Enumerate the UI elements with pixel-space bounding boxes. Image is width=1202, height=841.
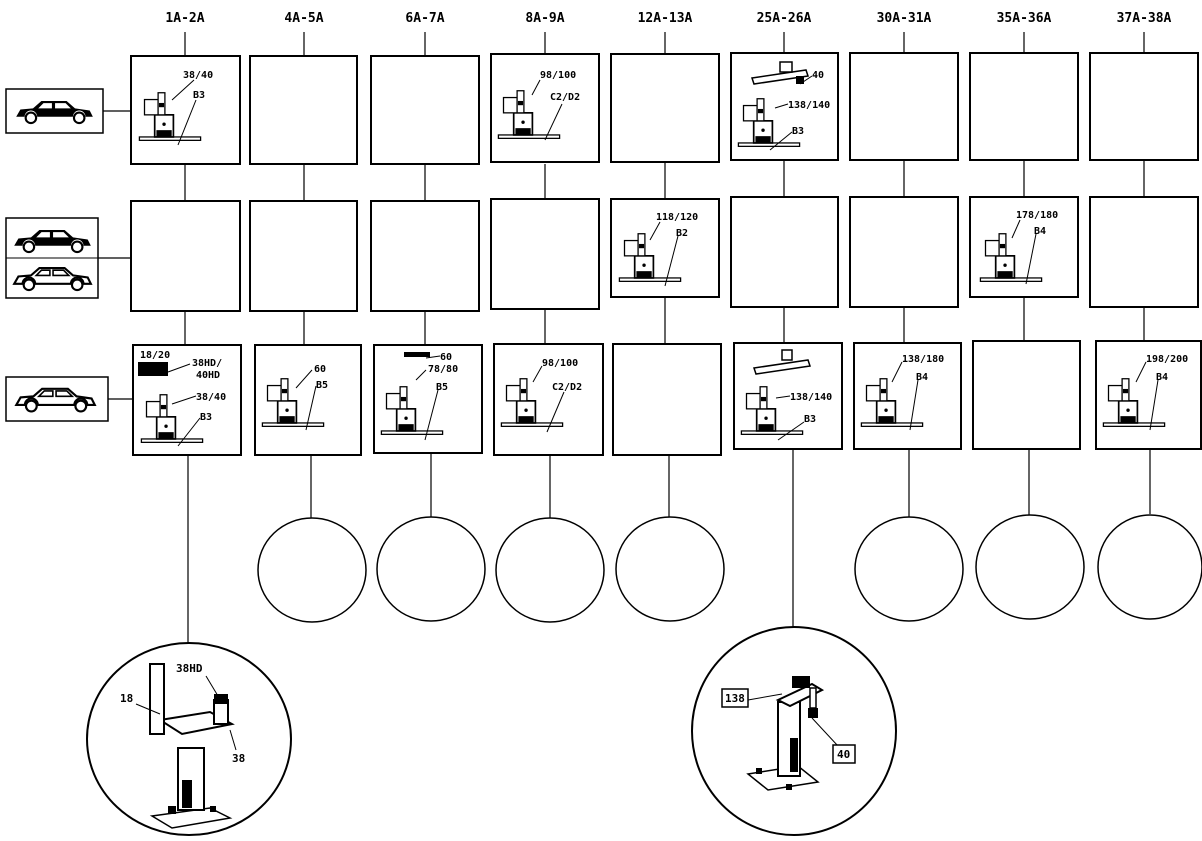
station-label: 60 bbox=[440, 352, 452, 363]
station-37a-38a-row2 bbox=[1090, 197, 1198, 307]
station-label: B3 bbox=[792, 126, 804, 137]
station-label: B4 bbox=[1034, 226, 1046, 237]
station-label: 178/180 bbox=[1016, 210, 1058, 221]
station-label: B3 bbox=[804, 414, 816, 425]
column-label-4a-5a: 4A-5A bbox=[284, 11, 323, 26]
station-label: 118/120 bbox=[656, 212, 698, 223]
station-row-3 bbox=[133, 341, 1201, 455]
detail-circle-empty bbox=[976, 515, 1084, 619]
column-label-6a-7a: 6A-7A bbox=[405, 11, 444, 26]
station-label: 98/100 bbox=[542, 358, 578, 369]
station-label: B4 bbox=[916, 372, 928, 383]
station-label: B2 bbox=[676, 228, 688, 239]
station-30a-31a-row2 bbox=[850, 197, 958, 307]
detail-circles: 38HD 18 38 138 40 bbox=[87, 515, 1202, 835]
column-label-37a-38a: 37A-38A bbox=[1117, 11, 1172, 26]
station-4a-5a-row1 bbox=[250, 56, 357, 164]
vehicle-icons bbox=[6, 89, 133, 421]
station-label: B3 bbox=[193, 90, 205, 101]
detail-circle-empty bbox=[1098, 515, 1202, 619]
detail-circle-empty bbox=[258, 518, 366, 622]
station-row-1 bbox=[131, 53, 1198, 164]
detail-circle-empty bbox=[496, 518, 604, 622]
station-12a-13a-row1 bbox=[611, 54, 719, 162]
column-label-12a-13a: 12A-13A bbox=[638, 11, 693, 26]
station-label: B3 bbox=[200, 412, 212, 423]
station-label: B5 bbox=[436, 382, 448, 393]
station-35a-36a-row3 bbox=[973, 341, 1080, 449]
station-1a-2a-row2 bbox=[131, 201, 240, 311]
column-label-1a-2a: 1A-2A bbox=[165, 11, 204, 26]
station-label: 198/200 bbox=[1146, 354, 1188, 365]
station-label: 40HD bbox=[196, 370, 220, 381]
station-label: 18/20 bbox=[140, 350, 170, 361]
station-4a-5a-row2 bbox=[250, 201, 357, 311]
station-35a-36a-row1 bbox=[970, 53, 1078, 160]
detail-label: 38 bbox=[232, 752, 245, 765]
column-labels: 1A-2A 4A-5A 6A-7A 8A-9A 12A-13A 25A-26A … bbox=[165, 11, 1171, 26]
station-label: 60 bbox=[314, 364, 326, 375]
detail-label: 138 bbox=[725, 692, 745, 705]
column-label-30a-31a: 30A-31A bbox=[877, 11, 932, 26]
detail-label: 18 bbox=[120, 692, 133, 705]
station-25a-26a-row2 bbox=[731, 197, 838, 307]
detail-circle-empty bbox=[855, 517, 963, 621]
station-label: C2/D2 bbox=[552, 382, 582, 393]
detail-circle-empty bbox=[377, 517, 485, 621]
station-label: 138/180 bbox=[902, 354, 944, 365]
station-12a-13a-row3 bbox=[613, 344, 721, 455]
column-label-8a-9a: 8A-9A bbox=[525, 11, 564, 26]
detail-circle-empty bbox=[616, 517, 724, 621]
station-label: 38/40 bbox=[196, 392, 226, 403]
station-label: B4 bbox=[1156, 372, 1168, 383]
station-6a-7a-row2 bbox=[371, 201, 479, 311]
column-label-25a-26a: 25A-26A bbox=[757, 11, 812, 26]
station-37a-38a-row1 bbox=[1090, 53, 1198, 160]
station-label: 98/100 bbox=[540, 70, 576, 81]
station-label: C2/D2 bbox=[550, 92, 580, 103]
station-30a-31a-row1 bbox=[850, 53, 958, 160]
station-label: 40 bbox=[812, 70, 824, 81]
station-label: 38/40 bbox=[183, 70, 213, 81]
station-label: 138/140 bbox=[788, 100, 830, 111]
detail-label: 38HD bbox=[176, 662, 203, 675]
detail-label: 40 bbox=[837, 748, 850, 761]
station-8a-9a-row2 bbox=[491, 199, 599, 309]
station-label: 78/80 bbox=[428, 364, 458, 375]
station-label: 38HD/ bbox=[192, 358, 222, 369]
station-label: 138/140 bbox=[790, 392, 832, 403]
station-label: B5 bbox=[316, 380, 328, 391]
station-6a-7a-row1 bbox=[371, 56, 479, 164]
column-label-35a-36a: 35A-36A bbox=[997, 11, 1052, 26]
